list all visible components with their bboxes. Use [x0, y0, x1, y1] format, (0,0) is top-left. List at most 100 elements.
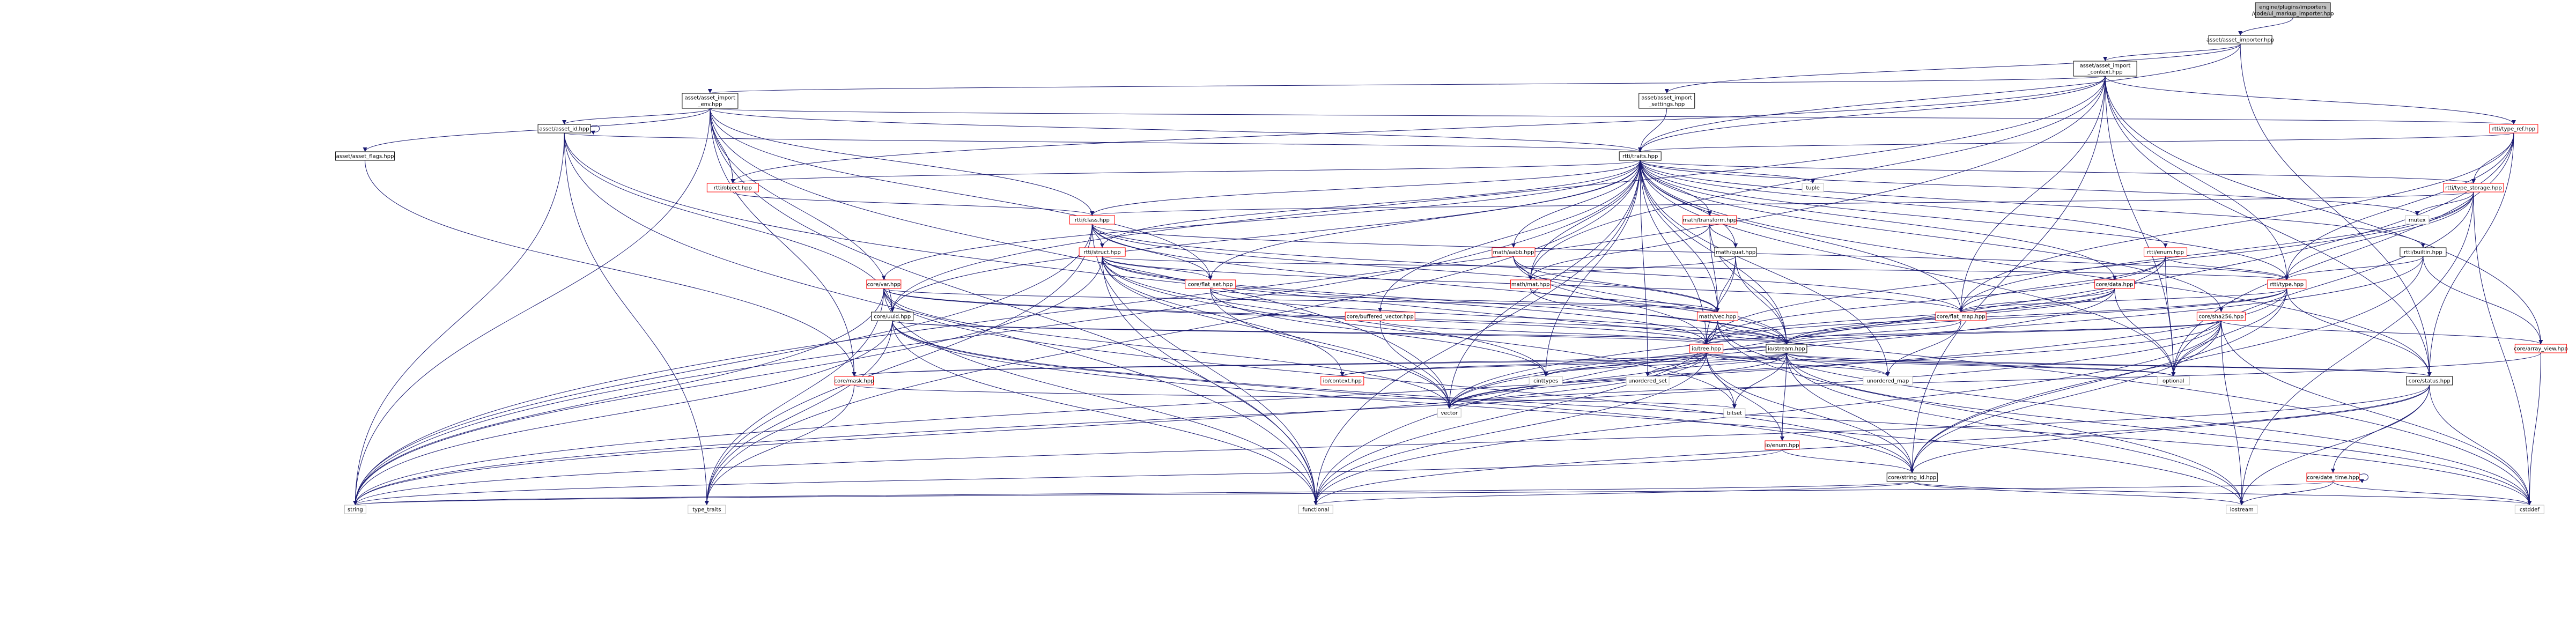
node-math-quat[interactable]: math/quat.hpp: [1714, 247, 1757, 257]
edge-core_uuid-to-iostream: [892, 320, 2244, 506]
edge-asset_import_env-to-string: [353, 108, 711, 506]
edge-math_quat-to-io_stream: [1735, 256, 1789, 345]
node-rtti-traits[interactable]: rtti/traits.hpp: [1619, 151, 1662, 161]
node-core-status[interactable]: core/status.hpp: [2406, 376, 2453, 386]
node-io-enum[interactable]: io/enum.hpp: [1765, 440, 1800, 450]
node-label: rtti/object.hpp: [714, 186, 752, 191]
node-io-context[interactable]: io/context.hpp: [1320, 376, 1364, 386]
node-asset-id[interactable]: asset/asset_id.hpp: [537, 124, 591, 134]
node-label: rtti/traits.hpp: [1622, 154, 1658, 160]
node-box: [1863, 376, 1913, 386]
edge-rtti_class-to-rtti_type: [1091, 224, 2289, 280]
node-rtti-object[interactable]: rtti/object.hpp: [706, 183, 759, 193]
edge-rtti_traits-to-unordered_map: [1640, 160, 1890, 377]
node-core-var[interactable]: core/var.hpp: [866, 279, 902, 289]
edge-io_tree-to-unordered_set: [1645, 352, 1707, 377]
node-rtti-type[interactable]: rtti/type.hpp: [2267, 279, 2307, 289]
edge-rtti_enum-to-rtti_type: [2165, 256, 2289, 280]
edge-core_mask-to-type_traits: [704, 384, 855, 506]
node-rtti-type-storage[interactable]: rtti/type_storage.hpp: [2443, 183, 2504, 193]
node-label: /code/ui_markup_importer.hpp: [2252, 11, 2334, 17]
node-asset-importer[interactable]: asset/asset_importer.hpp: [2206, 35, 2274, 45]
node-asset-import-context[interactable]: asset/asset_import_context.hpp: [2073, 61, 2137, 77]
node-string: string: [344, 505, 366, 514]
node-core-flat-set[interactable]: core/flat_set.hpp: [1185, 279, 1236, 289]
edge-rtti_traits-to-unordered_set: [1640, 160, 1650, 377]
edge-core_string_id-to-string: [353, 481, 1913, 506]
node-math-aabb[interactable]: math/aabb.hpp: [1492, 247, 1536, 257]
edge-core_var-to-core_uuid: [883, 288, 895, 313]
node-functional: functional: [1298, 505, 1333, 514]
edge-asset_import_settings-to-rtti_traits: [1638, 108, 1667, 152]
edge-core_flat_set-to-cinttypes: [1210, 288, 1548, 377]
edge-core_flat_set-to-vector: [1210, 288, 1452, 409]
edge-io_tree-to-core_string_id: [1706, 352, 1915, 473]
node-rtti-builtin[interactable]: rtti/builtin.hpp: [2400, 247, 2447, 257]
edge-io_stream-to-core_mask: [852, 352, 1787, 377]
node-asset-flags[interactable]: asset/asset_flags.hpp: [335, 151, 395, 161]
edge-rtti_traits-to-core_var: [881, 160, 1641, 280]
edge-asset_import_context-to-core_uuid: [890, 76, 2106, 313]
node-rtti-struct[interactable]: rtti/struct.hpp: [1079, 247, 1126, 257]
edge-core_status-to-cstddef: [2429, 384, 2532, 506]
node-label: math/aabb.hpp: [1493, 250, 1534, 256]
node-box: [1619, 151, 1662, 161]
edge-rtti_type_ref-to-optional: [2171, 132, 2514, 377]
node-box: [335, 151, 395, 161]
node-box: [344, 505, 366, 514]
node-asset-import-env[interactable]: asset/asset_import_env.hpp: [682, 93, 739, 109]
edge-root-to-asset_importer: [2238, 17, 2293, 36]
node-box: [1320, 376, 1364, 386]
node-core-flat-map[interactable]: core/flat_map.hpp: [1935, 312, 1987, 321]
edge-rtti_type_storage-to-optional: [2171, 191, 2474, 377]
node-label: core/array_view.hpp: [2514, 346, 2568, 352]
node-box: [1689, 344, 1724, 353]
node-rtti-class[interactable]: rtti/class.hpp: [1069, 215, 1115, 225]
node-core-buffered-vector[interactable]: core/buffered_vector.hpp: [1345, 312, 1415, 321]
node-rtti-enum[interactable]: rtti/enum.hpp: [2144, 247, 2188, 257]
node-box: [1626, 376, 1670, 386]
node-core-uuid[interactable]: core/uuid.hpp: [871, 312, 914, 321]
node-core-sha256[interactable]: core/sha256.hpp: [2196, 312, 2246, 321]
edge-rtti_traits-to-core_sha256: [1640, 160, 2224, 313]
edge-rtti_type_storage-to-cstddef: [2473, 191, 2532, 506]
edge-core_status-to-string: [353, 384, 2430, 506]
edge-core_uuid-to-cstddef: [892, 320, 2532, 506]
edge-rtti_type-to-io_tree: [1704, 288, 2287, 345]
edge-rtti_class-to-type_traits: [704, 224, 1093, 506]
edge-core_array_view-to-cstddef: [2527, 352, 2541, 506]
node-core-mask[interactable]: core/mask.hpp: [834, 376, 874, 386]
node-rtti-type-ref[interactable]: rtti/type_ref.hpp: [2489, 124, 2538, 134]
node-core-string-id[interactable]: core/string_id.hpp: [1886, 472, 1938, 482]
node-math-transform[interactable]: math/transform.hpp: [1682, 215, 1737, 225]
edge-rtti_type-to-core_status: [2286, 288, 2432, 377]
edge-rtti_traits-to-math_vec: [1640, 160, 1720, 313]
node-asset-import-settings[interactable]: asset/asset_import_settings.hpp: [1638, 93, 1695, 109]
edge-core_date_time-to-core_date_time: [2359, 473, 2368, 483]
edge-rtti_traits-to-core_status: [1640, 160, 2432, 377]
edge-core_status-to-core_date_time: [2330, 384, 2430, 473]
node-label: unordered_set: [1628, 379, 1667, 384]
edge-rtti_struct-to-io_tree: [1102, 256, 1709, 345]
edge-io_tree-to-string: [353, 352, 1707, 506]
edge-rtti_class-to-string: [353, 224, 1093, 506]
node-label: iostream: [2230, 507, 2254, 513]
node-core-date-time[interactable]: core/date_time.hpp: [2306, 472, 2360, 482]
node-math-vec[interactable]: math/vec.hpp: [1696, 312, 1738, 321]
edge-rtti_class-to-functional: [1091, 224, 1318, 506]
node-box: [1345, 312, 1415, 321]
node-box: [2255, 2, 2331, 18]
node-io-tree[interactable]: io/tree.hpp: [1689, 344, 1724, 353]
node-label: core/data.hpp: [2096, 282, 2134, 288]
edge-io_stream-to-optional: [1786, 352, 2176, 377]
edge-rtti_traits-to-core_flat_set: [1208, 160, 1641, 280]
edge-core_var-to-io_stream: [883, 288, 1789, 345]
node-core-data[interactable]: core/data.hpp: [2094, 279, 2135, 289]
node-math-mat[interactable]: math/mat.hpp: [1510, 279, 1551, 289]
node-cinttypes: cinttypes: [1529, 376, 1563, 386]
edge-math_mat-to-math_vec: [1530, 288, 1720, 313]
node-io-stream[interactable]: io/stream.hpp: [1766, 344, 1807, 353]
node-core-array-view[interactable]: core/array_view.hpp: [2514, 344, 2568, 353]
node-box: [1682, 215, 1737, 225]
